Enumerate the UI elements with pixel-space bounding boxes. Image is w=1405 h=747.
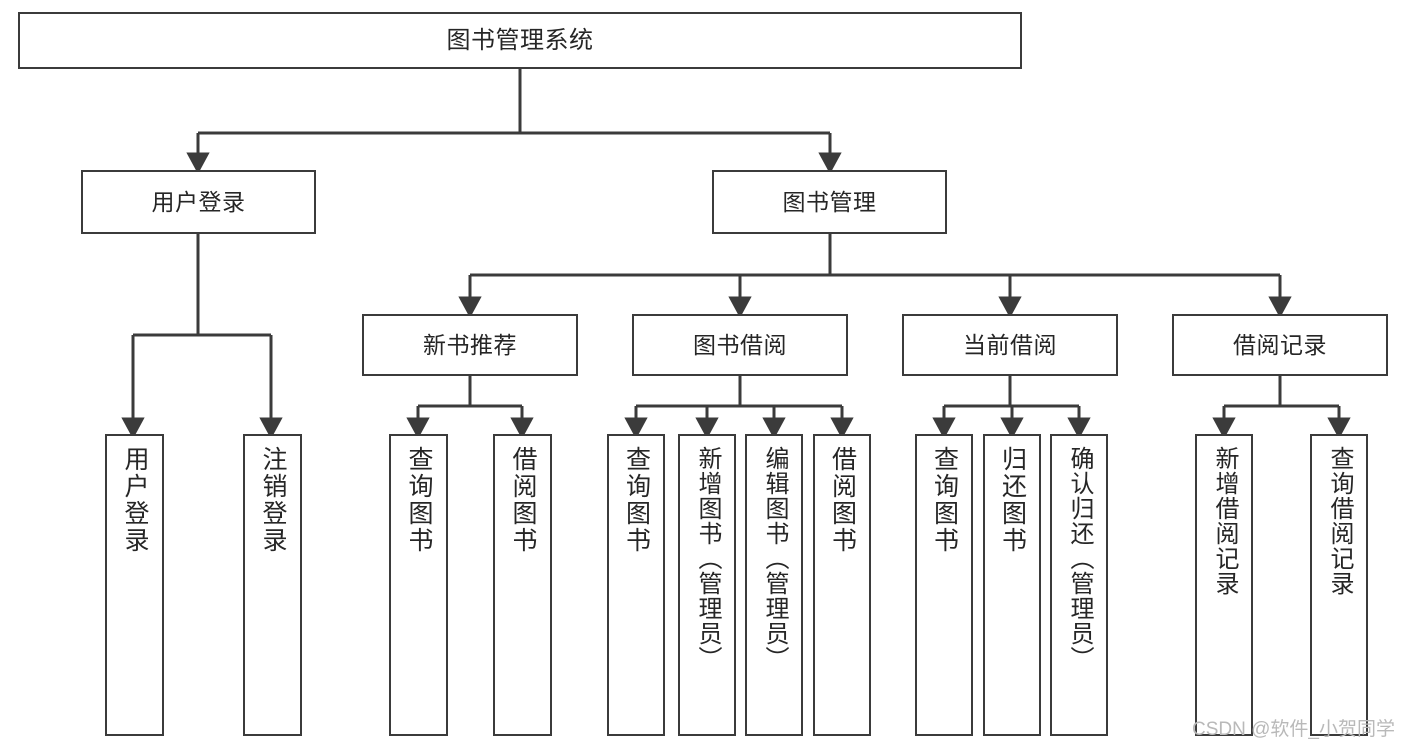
node-label: 查询图书: [930, 446, 959, 554]
node-label: 用户登录: [121, 446, 149, 554]
node-label: 新增图书（管理员）: [694, 446, 721, 671]
leaf-query-borrow-record[interactable]: 查询借阅记录: [1310, 434, 1368, 736]
node-borrow-record[interactable]: 借阅记录: [1172, 314, 1388, 376]
leaf-borrow-book[interactable]: 借阅图书: [813, 434, 871, 736]
node-label: 编辑图书（管理员）: [761, 446, 788, 671]
node-label: 借阅记录: [1233, 331, 1327, 358]
leaf-query-book-borrow[interactable]: 查询图书: [607, 434, 665, 736]
node-label: 查询图书: [405, 446, 433, 554]
node-new-book-recommend[interactable]: 新书推荐: [362, 314, 578, 376]
node-user-login[interactable]: 用户登录: [81, 170, 316, 234]
leaf-confirm-return-admin[interactable]: 确认归还（管理员）: [1050, 434, 1108, 736]
node-book-borrow[interactable]: 图书借阅: [632, 314, 848, 376]
node-label: 新增借阅记录: [1211, 446, 1238, 596]
node-label: 确认归还（管理员）: [1066, 446, 1093, 671]
node-label: 当前借阅: [963, 331, 1057, 358]
leaf-query-book-current[interactable]: 查询图书: [915, 434, 973, 736]
node-label: 注销登录: [259, 446, 287, 554]
node-label: 用户登录: [151, 188, 246, 215]
leaf-logout-login[interactable]: 注销登录: [243, 434, 302, 736]
leaf-return-book[interactable]: 归还图书: [983, 434, 1041, 736]
watermark: CSDN @软件_小贺同学: [1192, 719, 1395, 740]
node-label: 查询借阅记录: [1326, 446, 1353, 596]
node-label: 查询图书: [622, 446, 651, 554]
leaf-add-borrow-record[interactable]: 新增借阅记录: [1195, 434, 1253, 736]
node-label: 归还图书: [998, 446, 1027, 554]
node-label: 图书管理系统: [446, 26, 594, 54]
leaf-query-book-recommend[interactable]: 查询图书: [389, 434, 448, 736]
leaf-borrow-book-recommend[interactable]: 借阅图书: [493, 434, 552, 736]
node-label: 图书借阅: [693, 331, 787, 358]
node-label: 借阅图书: [509, 446, 537, 554]
leaf-add-book-admin[interactable]: 新增图书（管理员）: [678, 434, 736, 736]
node-label: 图书管理: [782, 188, 877, 215]
leaf-user-login[interactable]: 用户登录: [105, 434, 164, 736]
node-label: 借阅图书: [828, 446, 857, 554]
node-book-management[interactable]: 图书管理: [712, 170, 947, 234]
node-label: 新书推荐: [423, 331, 517, 358]
node-root-system[interactable]: 图书管理系统: [18, 12, 1022, 69]
leaf-edit-book-admin[interactable]: 编辑图书（管理员）: [745, 434, 803, 736]
node-current-borrow[interactable]: 当前借阅: [902, 314, 1118, 376]
